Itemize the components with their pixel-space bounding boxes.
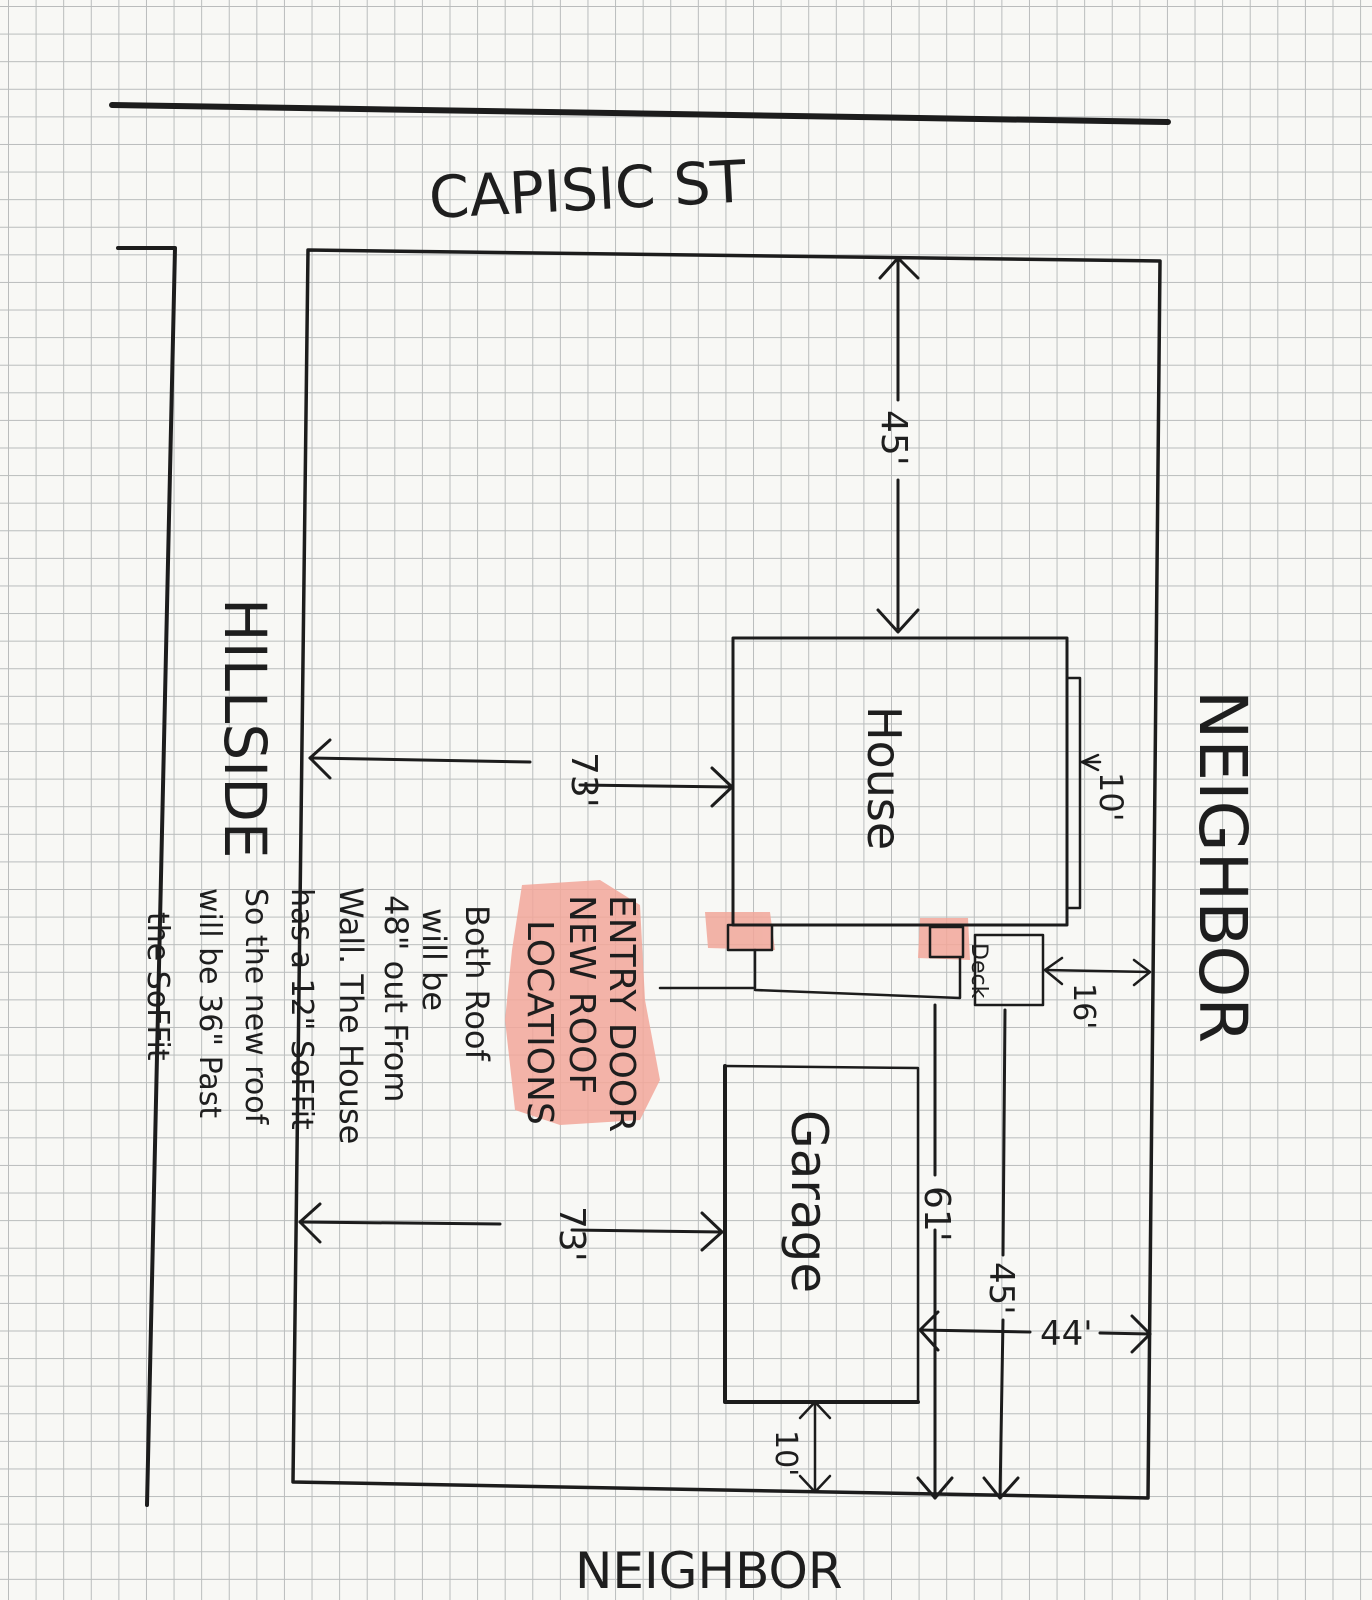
- highlighted-note: ENTRY DOOR NEW ROOF LOCATIONS: [519, 895, 642, 1132]
- roof-line-3: 48" out From: [377, 895, 415, 1102]
- roof-line-1: Both Roof: [458, 905, 496, 1061]
- dim-garage-rear: [918, 1310, 1152, 1354]
- highlight-entry-door-1: [705, 912, 775, 950]
- highlight-line-3: LOCATIONS: [519, 920, 560, 1125]
- dim-deck-to-line-label: 45': [981, 1262, 1021, 1315]
- house-outline: [731, 636, 1069, 927]
- roof-line-8: the SoFFit: [140, 912, 175, 1061]
- dim-deck-rear-label: 16': [1066, 983, 1101, 1029]
- dim-deck-to-line: [982, 1008, 1020, 1500]
- highlight-line-2: NEW ROOF: [561, 895, 602, 1094]
- garage-top-right: [723, 1064, 920, 1404]
- note-pointer-1: [658, 948, 757, 990]
- dim-garage-rear-label: 44': [1040, 1314, 1093, 1354]
- roof-note: Both Roof will be 48" out From Wall. The…: [140, 887, 496, 1144]
- highlight-line-1: ENTRY DOOR: [601, 895, 642, 1132]
- dim-front-setback-label: 45': [873, 410, 914, 466]
- roof-line-6: So the new roof: [238, 888, 273, 1126]
- neighbor-bottom-label: NEIGHBOR: [575, 1542, 843, 1600]
- property-boundary: [291, 248, 1162, 1500]
- house-label: House: [857, 706, 911, 850]
- dim-front-setback: [876, 256, 920, 634]
- street-name-label: CAPISIC ST: [427, 147, 748, 232]
- dim-house-rear: [1080, 753, 1102, 772]
- hillside-label: HILLSIDE: [211, 598, 279, 859]
- dim-house-rear-label: 10': [1092, 772, 1130, 822]
- hillside-line: [116, 246, 177, 1507]
- dim-deck-rear: [1043, 956, 1152, 987]
- dim-house-side: [308, 738, 734, 808]
- roof-line-7: will be 36" Past: [192, 888, 227, 1118]
- deck-label: Deck: [966, 943, 991, 999]
- dim-garage-to-line: [916, 1003, 954, 1500]
- roof-line-2: will be: [415, 908, 453, 1011]
- roof-line-5: has a 12" SoFFit: [284, 888, 319, 1130]
- street-line: [109, 102, 1171, 125]
- garage-left-bottom: [723, 1064, 920, 1404]
- neighbor-right-label: NEIGHBOR: [1184, 690, 1261, 1043]
- highlight-notes: [505, 880, 660, 1125]
- dim-garage-side-label: 73': [551, 1206, 592, 1262]
- entry-door-box-2: [928, 925, 965, 959]
- dim-garage-to-line-label: 61': [916, 1186, 957, 1242]
- garage-label: Garage: [780, 1110, 838, 1293]
- dim-garage-bottom-label: 10': [768, 1430, 803, 1476]
- note-pointer-2: [753, 956, 962, 1000]
- dim-house-side-label: 73': [563, 752, 604, 808]
- dim-garage-side: [298, 1202, 724, 1252]
- roof-line-4: Wall. The House: [332, 887, 370, 1144]
- house-offset-line: [1065, 676, 1082, 910]
- entry-door-box-1: [726, 923, 774, 952]
- dim-garage-bottom: [798, 1400, 832, 1494]
